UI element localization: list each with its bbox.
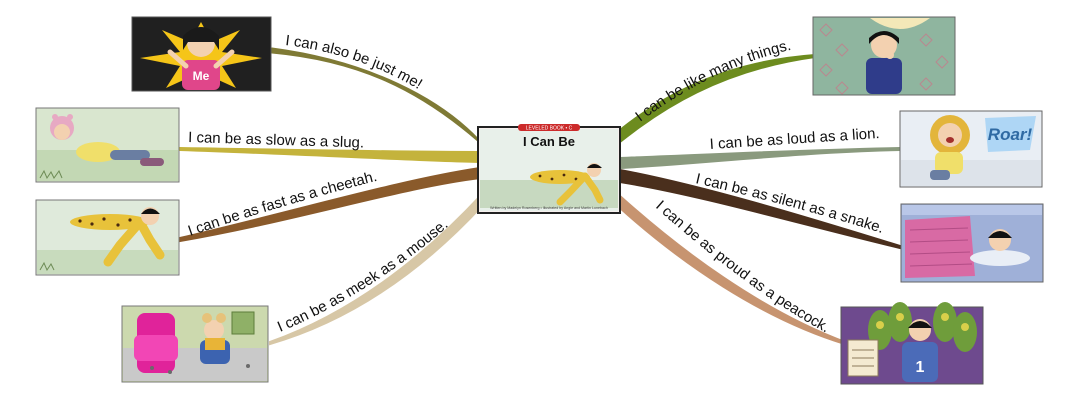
me-illustration: Me — [131, 16, 272, 92]
cheetah-illustration — [35, 199, 180, 276]
label-many-things: I can be like many things. — [632, 37, 792, 125]
thinking-illustration — [812, 16, 956, 96]
center-book-cover: LEVELED BOOK • C I Can Be Written by Mad… — [477, 124, 621, 214]
me-shirt-text: Me — [193, 69, 210, 83]
roar-text: Roar! — [988, 125, 1033, 144]
label-slug: I can be as slow as a slug. — [188, 129, 364, 151]
center-credits: Written by Madelyn Rosenberg • Illustrat… — [490, 206, 608, 210]
center-banner: LEVELED BOOK • C — [526, 126, 573, 132]
number-one-text: 1 — [916, 359, 925, 376]
mouse-illustration — [121, 305, 269, 383]
label-mouse: I can be as meek as a mouse. — [275, 216, 451, 336]
branches — [179, 47, 901, 346]
lion-illustration: Roar! — [899, 110, 1043, 188]
snake-illustration — [900, 203, 1044, 283]
slug-illustration — [35, 107, 180, 183]
branch-lion — [619, 146, 901, 170]
peacock-illustration: 1 — [840, 302, 984, 385]
center-title: I Can Be — [523, 134, 575, 149]
label-just-me: I can also be just me! — [285, 32, 426, 93]
